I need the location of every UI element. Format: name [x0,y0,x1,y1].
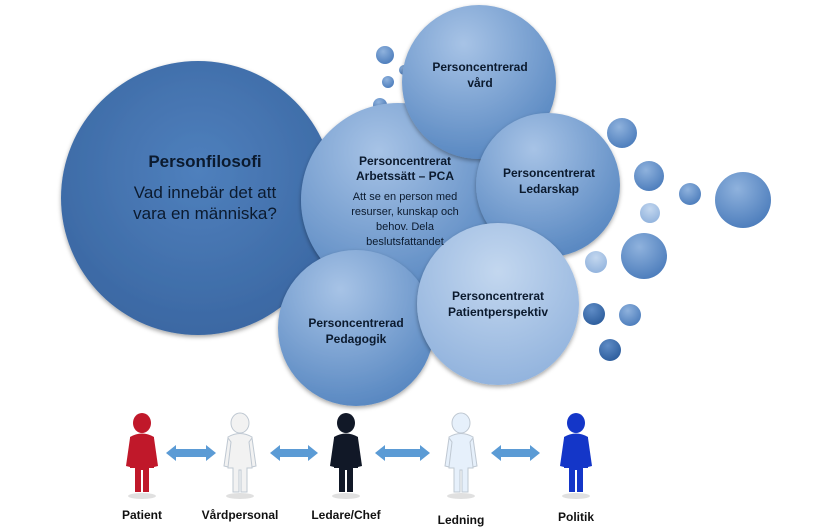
small-bubble [619,304,641,326]
small-bubble [634,161,664,191]
small-bubble [640,203,660,223]
pca-title-line2: Arbetssätt – PCA [356,169,454,183]
pca-body-line4: beslutsfattandet [366,236,444,248]
personfilosofi-title: Personfilosofi [148,152,261,171]
personfilosofi-question-line1: Vad innebär det att [134,183,277,202]
figure-body [227,433,253,493]
small-bubble [585,251,607,273]
pca-body-line1: Att se en person med [353,191,458,203]
patientperspektiv-line2: Patientperspektiv [448,305,548,319]
figure-arm [469,436,478,468]
figure-label: Ledare/Chef [311,508,381,522]
vard-line2: vård [467,76,492,90]
figure-shadow [562,493,590,499]
pedagogik-bubble [278,250,434,406]
ledarskap-bubble [476,113,620,257]
pca-body-line3: behov. Dela [376,221,435,233]
double-arrow-icon [166,445,216,461]
small-bubble [607,118,637,148]
small-bubble [376,46,394,64]
double-arrow-icon [270,445,318,461]
stakeholder-row: Patient Vårdpersonal Ledare/Chef Ledning Pol… [122,412,594,527]
figure-arm [151,438,158,467]
figure-shadow [226,493,254,499]
figure-body [564,433,588,492]
person-figure-5 [560,413,592,499]
figure-head [133,413,151,433]
figure-arm [560,438,567,467]
figure-label: Politik [558,510,594,524]
small-bubble [382,76,394,88]
pca-title-line1: Personcentrerat [359,154,451,168]
figure-head [451,412,471,434]
figure-arm [444,436,453,468]
pca-body-line2: resurser, kunskap och [351,206,459,218]
small-bubble [583,303,605,325]
small-bubble [715,172,771,228]
double-arrow-icon [375,445,430,461]
ledarskap-line2: Ledarskap [519,182,579,196]
small-bubble [599,339,621,361]
small-bubble [679,183,701,205]
figure-arm [223,436,232,468]
person-figure-3 [330,413,362,499]
patientperspektiv-bubble [417,223,579,385]
patientperspektiv-line1: Personcentrerat [452,289,544,303]
pedagogik-line1: Personcentrerad [308,316,403,330]
figure-shadow [332,493,360,499]
small-bubble [621,233,667,279]
figure-label: Vårdpersonal [202,508,279,522]
figure-arm [585,438,592,467]
personfilosofi-bubble [61,61,335,335]
figure-shadow [447,493,475,499]
ledarskap-line1: Personcentrerat [503,166,595,180]
person-figure-1 [126,413,158,499]
person-figure-2 [223,412,257,499]
figure-arm [355,438,362,467]
figure-body [130,433,154,492]
figure-head [230,412,250,434]
vard-line1: Personcentrerad [432,60,527,74]
figure-arm [126,438,133,467]
figure-label: Patient [122,508,162,522]
figure-head [337,413,355,433]
personfilosofi-question-line2: vara en människa? [133,204,277,223]
figure-label: Ledning [438,513,485,527]
figure-arm [330,438,337,467]
figure-body [334,433,358,492]
figure-shadow [128,493,156,499]
person-figure-4 [444,412,478,499]
double-arrow-icon [491,445,540,461]
figure-body [448,433,474,493]
figure-arm [248,436,257,468]
pedagogik-line2: Pedagogik [326,332,387,346]
figure-head [567,413,585,433]
